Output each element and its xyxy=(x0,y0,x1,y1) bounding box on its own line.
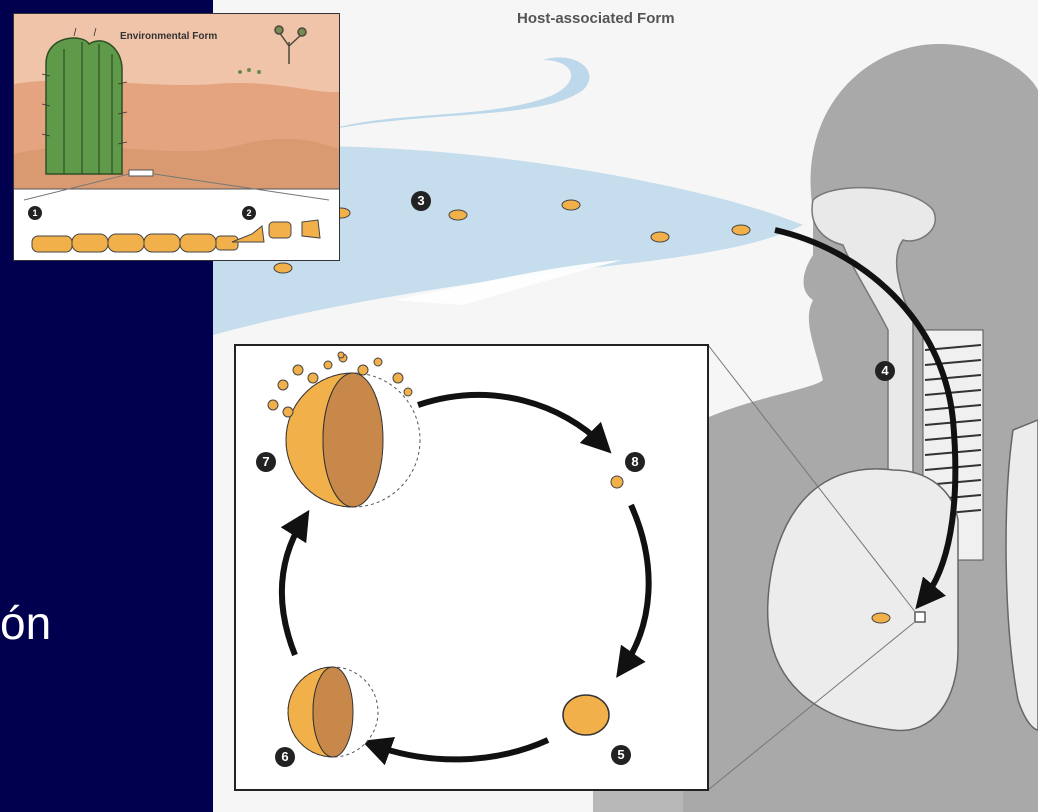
spherule-rupturing xyxy=(286,373,420,507)
maturing-spherule xyxy=(288,667,378,757)
host-form-title: Host-associated Form xyxy=(517,10,675,27)
alveolus-marker xyxy=(915,612,925,622)
step-1-badge: 1 xyxy=(28,206,42,220)
step-8-badge: 8 xyxy=(625,452,645,472)
cactus xyxy=(42,28,127,174)
step-6-badge: 6 xyxy=(275,747,295,767)
environmental-inset: Environmental Form 1 2 xyxy=(13,13,340,261)
young-spherule xyxy=(563,695,609,735)
step-5-badge: 5 xyxy=(611,745,631,765)
air-wave-top xyxy=(328,57,589,130)
step-4-badge: 4 xyxy=(875,361,895,381)
step-7-badge: 7 xyxy=(256,452,276,472)
slide-text: ón xyxy=(0,600,51,646)
environmental-form-title: Environmental Form xyxy=(120,31,217,42)
step-2-badge: 2 xyxy=(242,206,256,220)
desert-illustration xyxy=(14,14,339,260)
free-endospore xyxy=(611,476,623,488)
step-3-badge: 3 xyxy=(411,191,431,211)
